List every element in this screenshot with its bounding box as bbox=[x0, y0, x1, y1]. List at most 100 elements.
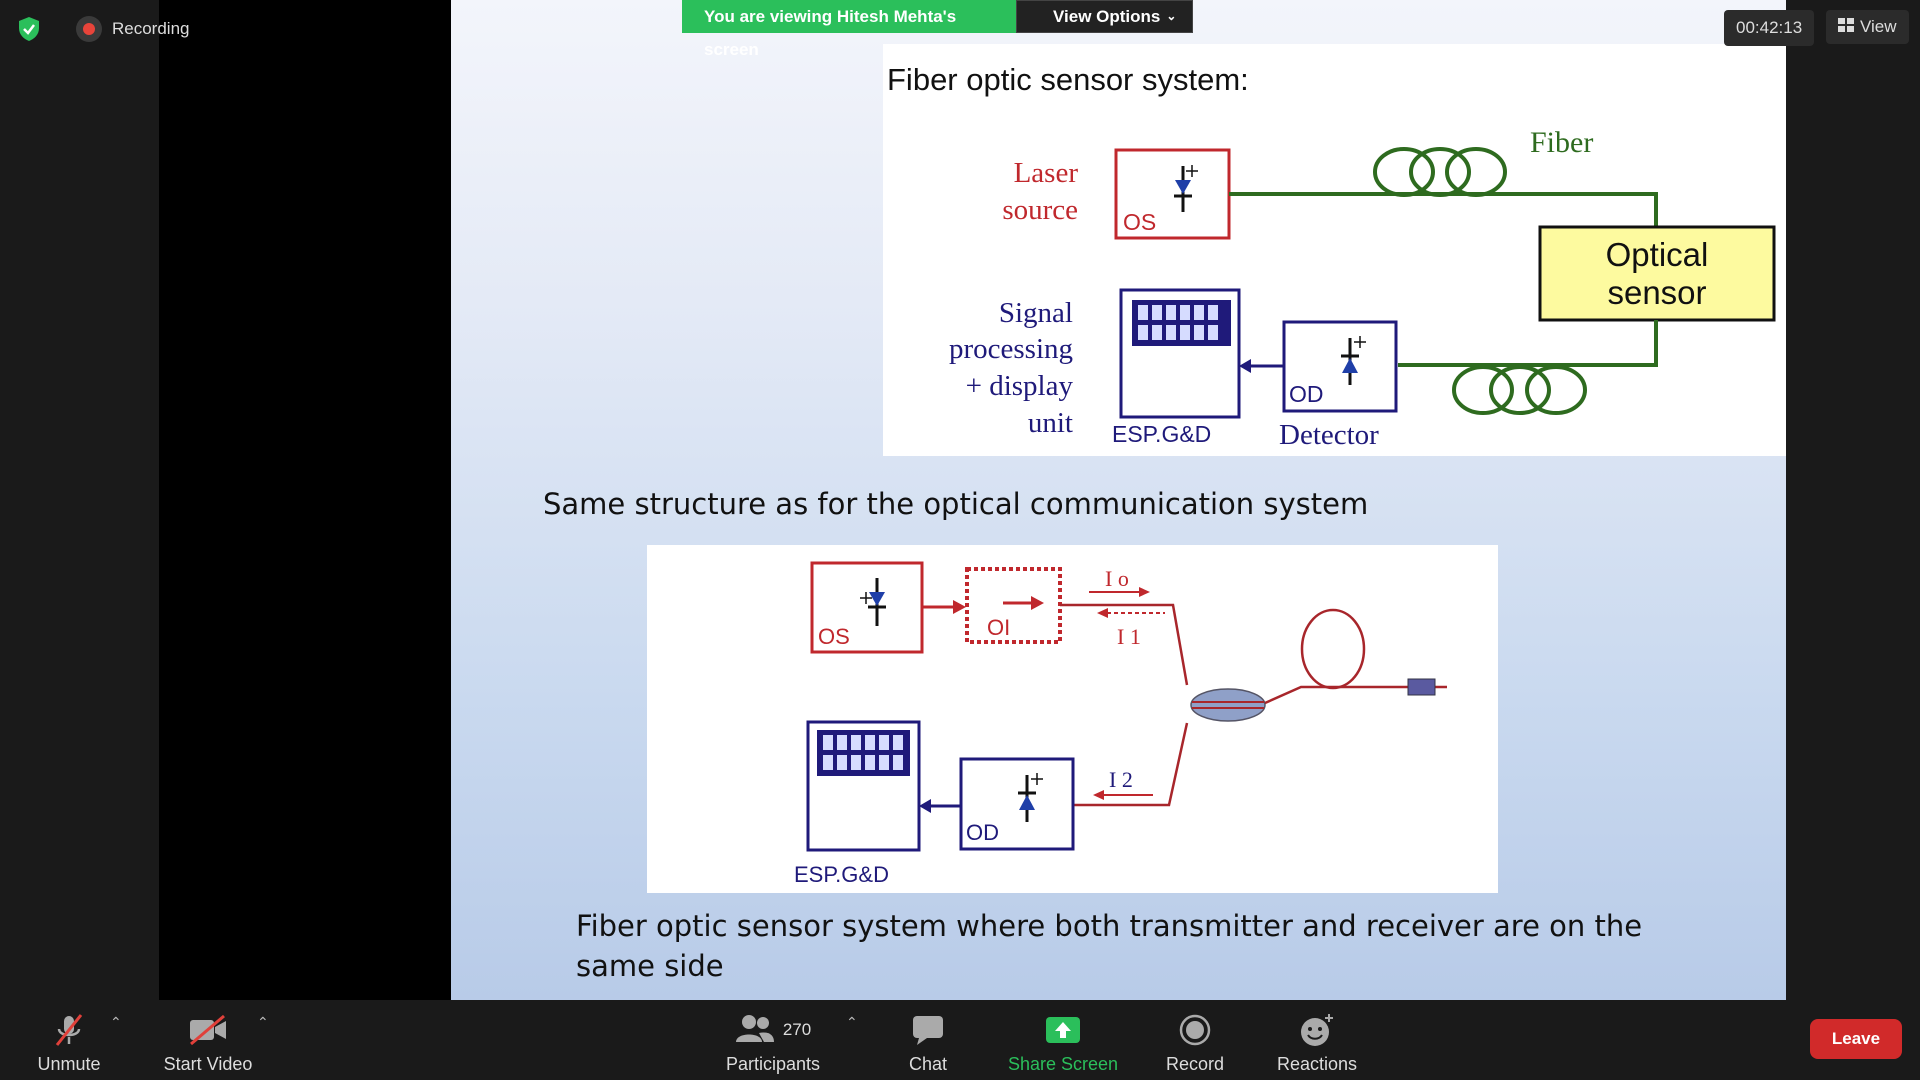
signal-arrowhead bbox=[1239, 359, 1251, 373]
fiber-coupler bbox=[1190, 688, 1266, 722]
i0-label: I o bbox=[1105, 566, 1129, 591]
video-off-icon bbox=[188, 1008, 228, 1052]
laser-diode-icon bbox=[860, 578, 886, 626]
reactions-label: Reactions bbox=[1276, 1054, 1358, 1074]
fiber-lower-branch bbox=[1073, 722, 1189, 807]
esp-label: ESP.G&D bbox=[1112, 421, 1211, 447]
audio-options-chevron-icon[interactable]: ⌃ bbox=[110, 1014, 122, 1030]
start-video-label: Start Video bbox=[163, 1054, 253, 1074]
photodiode-icon bbox=[1018, 773, 1043, 822]
optical-sensor-label-1: Optical bbox=[1606, 236, 1709, 273]
laser-source-label-2: source bbox=[1002, 194, 1078, 226]
detector-box bbox=[1282, 320, 1398, 413]
i2-label: I 2 bbox=[1109, 767, 1133, 792]
display-screen-icon bbox=[1132, 300, 1231, 346]
view-options-button[interactable]: View Options ⌄ bbox=[1016, 0, 1194, 33]
shared-screen-area: Fiber optic sensor system: Laser source … bbox=[159, 0, 1786, 1000]
microphone-muted-icon bbox=[51, 1008, 87, 1052]
od-label-2: OD bbox=[966, 820, 999, 845]
optical-sensor-label-2: sensor bbox=[1607, 274, 1706, 311]
participants-label: Participants bbox=[725, 1054, 821, 1074]
laser-source-label-1: Laser bbox=[1014, 157, 1079, 189]
fiber-loop bbox=[1300, 608, 1366, 690]
participants-count: 270 bbox=[782, 1020, 812, 1039]
recording-indicator-icon[interactable] bbox=[76, 16, 102, 42]
slide-title: Fiber optic sensor system: bbox=[887, 62, 1249, 97]
fiber-return-line bbox=[1398, 320, 1658, 367]
esp-unit-box-2 bbox=[806, 720, 921, 852]
view-label: View bbox=[1860, 17, 1897, 36]
share-screen-label: Share Screen bbox=[1007, 1054, 1119, 1074]
presentation-slide: Fiber optic sensor system: Laser source … bbox=[451, 0, 1786, 1000]
i1-label: I 1 bbox=[1117, 624, 1141, 649]
i0-arrowhead bbox=[1139, 587, 1150, 597]
recording-label: Recording bbox=[112, 19, 190, 38]
esp-unit-box bbox=[1119, 288, 1241, 419]
unmute-label: Unmute bbox=[37, 1054, 101, 1074]
record-icon bbox=[1178, 1008, 1212, 1052]
detector-box-2 bbox=[959, 757, 1075, 851]
os-label-2: OS bbox=[818, 624, 850, 649]
unmute-button[interactable]: Unmute bbox=[28, 1000, 110, 1080]
isolator-arrowhead bbox=[1031, 596, 1044, 610]
viewing-screen-text: You are viewing Hitesh Mehta's screen bbox=[682, 0, 1016, 59]
signal-label-2: processing bbox=[949, 333, 1073, 365]
esp-label-2: ESP.G&D bbox=[794, 862, 889, 887]
record-label: Record bbox=[1165, 1054, 1225, 1074]
reflective-sensor-diagram-svg: OS OI I o I 1 bbox=[794, 561, 1447, 887]
view-button[interactable]: View bbox=[1826, 10, 1909, 44]
encryption-shield-icon[interactable] bbox=[12, 12, 46, 46]
participants-icon bbox=[735, 1013, 775, 1048]
share-screen-button[interactable]: Share Screen bbox=[1003, 1000, 1123, 1080]
viewing-banner: You are viewing Hitesh Mehta's screen Vi… bbox=[682, 0, 1194, 59]
signal-label-1: Signal bbox=[999, 297, 1073, 329]
detector-arrowhead bbox=[919, 799, 931, 813]
detector-label: Detector bbox=[1279, 419, 1379, 451]
video-options-chevron-icon[interactable]: ⌃ bbox=[257, 1014, 269, 1030]
os-label: OS bbox=[1123, 209, 1156, 235]
meeting-timer: 00:42:13 bbox=[1724, 10, 1815, 46]
fiber-coil-top bbox=[1373, 147, 1507, 197]
sensor-head bbox=[1407, 678, 1436, 696]
source-arrowhead bbox=[953, 600, 966, 614]
optical-sensor-box bbox=[1538, 225, 1776, 322]
i2-arrowhead bbox=[1093, 790, 1104, 800]
reflective-sensor-diagram: OS OI I o I 1 bbox=[647, 545, 1498, 893]
leave-button[interactable]: Leave bbox=[1810, 1019, 1902, 1059]
chevron-down-icon: ⌄ bbox=[1166, 9, 1177, 23]
participants-chevron-icon[interactable]: ⌃ bbox=[846, 1014, 858, 1030]
slide-caption-2: Fiber optic sensor system where both tra… bbox=[576, 909, 1643, 983]
signal-label-3: + display bbox=[966, 370, 1074, 402]
fiber-to-sensor bbox=[1264, 685, 1447, 705]
fiber-coil-bottom bbox=[1452, 365, 1587, 415]
i1-arrowhead bbox=[1097, 608, 1108, 618]
fiber-upper-branch bbox=[1060, 603, 1189, 686]
chat-label: Chat bbox=[908, 1054, 948, 1074]
meeting-status: Recording bbox=[12, 12, 190, 46]
meeting-stage: Fiber optic sensor system: Laser source … bbox=[12, 0, 1909, 1000]
fiber-label: Fiber bbox=[1530, 126, 1593, 159]
signal-label-4: unit bbox=[1028, 407, 1073, 439]
photodiode-icon bbox=[1341, 336, 1366, 385]
od-label: OD bbox=[1289, 381, 1324, 407]
fiber-sensor-diagram: Fiber optic sensor system: Laser source … bbox=[883, 44, 1786, 456]
participants-icon-row: 270 bbox=[735, 1008, 811, 1052]
chat-button[interactable]: Chat bbox=[896, 1000, 960, 1080]
reactions-button[interactable]: Reactions bbox=[1272, 1000, 1362, 1080]
isolator-box bbox=[965, 567, 1062, 644]
participants-button[interactable]: 270 Participants bbox=[718, 1000, 828, 1080]
grid-view-icon bbox=[1838, 17, 1854, 37]
fiber-sensor-diagram-svg: Fiber optic sensor system: Laser source … bbox=[887, 62, 1776, 451]
slide-caption-1: Same structure as for the optical commun… bbox=[543, 487, 1369, 521]
meeting-toolbar: Unmute ⌃ Start Video ⌃ 270 Participants … bbox=[0, 1000, 1920, 1080]
reactions-smiley-icon bbox=[1299, 1008, 1335, 1052]
chat-bubble-icon bbox=[911, 1008, 945, 1052]
record-button[interactable]: Record bbox=[1160, 1000, 1230, 1080]
view-options-label: View Options bbox=[1053, 7, 1161, 26]
display-screen-icon bbox=[817, 730, 910, 776]
fiber-out-line bbox=[1229, 192, 1658, 227]
share-screen-icon bbox=[1044, 1008, 1082, 1052]
oi-label: OI bbox=[987, 615, 1010, 640]
laser-diode-icon bbox=[1174, 165, 1198, 212]
start-video-button[interactable]: Start Video bbox=[158, 1000, 258, 1080]
